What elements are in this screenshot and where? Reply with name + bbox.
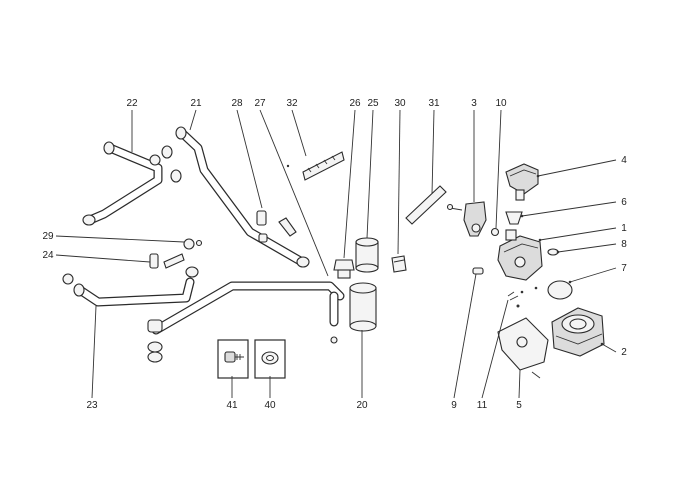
label-4: 4 — [621, 155, 627, 166]
part-8-washer — [547, 248, 559, 256]
label-25: 25 — [367, 98, 379, 109]
part-40-box — [254, 339, 286, 379]
leader-arrows — [520, 174, 604, 346]
label-8: 8 — [621, 239, 627, 250]
label-11: 11 — [477, 400, 488, 411]
label-40: 40 — [264, 400, 276, 411]
label-9: 9 — [451, 400, 457, 411]
label-3: 3 — [471, 98, 477, 109]
part-25-filter — [355, 237, 379, 273]
label-32: 32 — [286, 98, 298, 109]
part-26-nut — [333, 259, 355, 279]
part-32-bracket — [286, 151, 345, 181]
leader-lines — [55, 109, 617, 399]
label-24: 24 — [42, 250, 54, 261]
part-5-bracket-plate — [497, 317, 549, 379]
label-21: 21 — [190, 98, 202, 109]
part-21-pipe — [175, 126, 310, 268]
label-23: 23 — [86, 400, 98, 411]
label-30: 30 — [394, 98, 406, 109]
label-31: 31 — [428, 98, 440, 109]
label-5: 5 — [516, 400, 522, 411]
label-7: 7 — [621, 263, 627, 274]
part-6-cap — [505, 211, 523, 225]
label-28: 28 — [231, 98, 243, 109]
part-labels: 22 21 28 27 32 26 25 30 31 3 10 4 6 1 8 … — [42, 98, 627, 411]
part-3-valve — [446, 201, 487, 237]
part-24-fitting — [149, 253, 199, 278]
part-20-cylinder — [349, 282, 377, 332]
part-1-pump-block — [497, 229, 543, 294]
label-26: 26 — [349, 98, 361, 109]
part-11-spring — [507, 291, 520, 308]
part-27-screw — [278, 217, 297, 237]
part-21-gaskets — [161, 145, 182, 183]
part-22-pipe — [82, 141, 163, 226]
part-30-clip — [391, 255, 407, 273]
part-9-screw — [472, 267, 484, 275]
label-2: 2 — [621, 347, 627, 358]
label-6: 6 — [621, 197, 627, 208]
label-10: 10 — [495, 98, 507, 109]
label-27: 27 — [254, 98, 266, 109]
part-41-box — [217, 339, 249, 379]
part-7-oring — [547, 280, 573, 300]
part-29-fitting — [183, 238, 203, 250]
part-10-oring — [490, 227, 500, 237]
part-2-pump — [551, 307, 605, 357]
label-1: 1 — [621, 223, 627, 234]
label-41: 41 — [226, 400, 238, 411]
part-28-fitting — [256, 210, 268, 243]
label-20: 20 — [356, 400, 368, 411]
part-23-pipe — [62, 273, 345, 363]
label-22: 22 — [126, 98, 138, 109]
part-4-motor-head — [505, 163, 539, 201]
part-31-rod — [405, 185, 447, 225]
label-29: 29 — [42, 231, 54, 242]
